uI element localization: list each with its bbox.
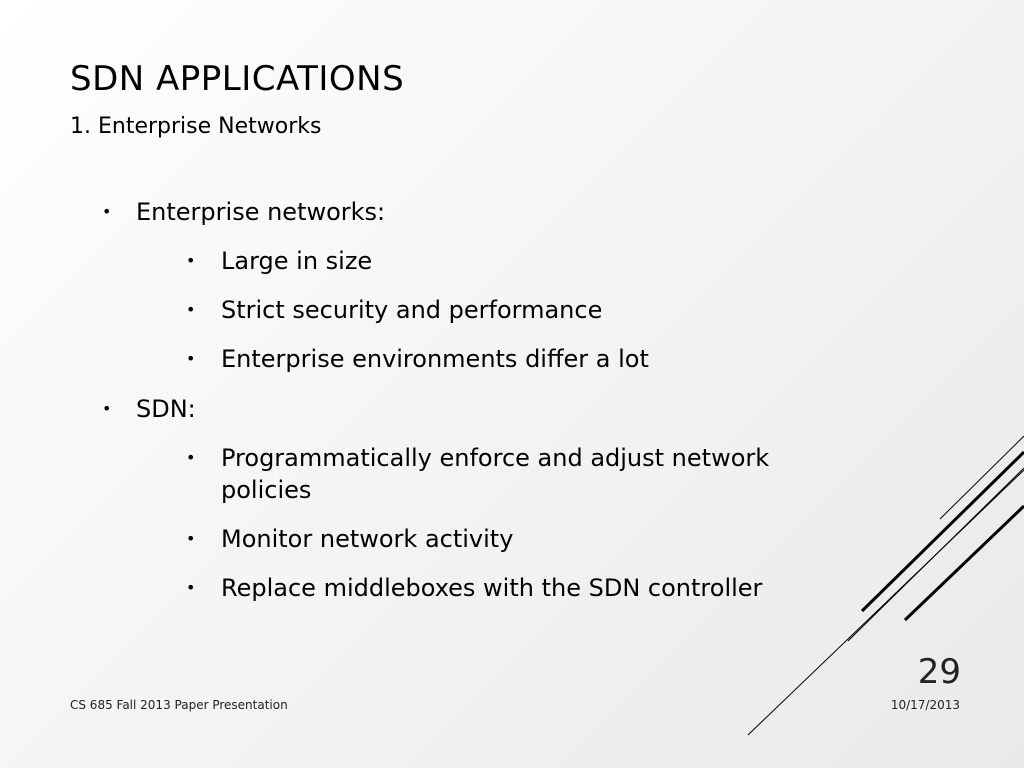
sub-bullet-item: • Enterprise environments differ a lot	[186, 343, 842, 375]
bullet-dot: •	[186, 529, 196, 548]
bullet-dot: •	[186, 300, 196, 319]
sub-bullet-item: • Strict security and performance	[186, 294, 842, 326]
bullet-item: • Enterprise networks: • Large in size •…	[102, 196, 842, 375]
bullet-dot: •	[186, 448, 196, 467]
bullet-dot: •	[186, 349, 196, 368]
bullet-dot: •	[186, 578, 196, 597]
sub-bullet-item: • Large in size	[186, 245, 842, 277]
sub-bullet-list: • Programmatically enforce and adjust ne…	[136, 442, 842, 604]
sub-bullet-text: Programmatically enforce and adjust netw…	[221, 444, 770, 504]
bullet-dot: •	[102, 202, 112, 221]
deco-line-thick-short	[903, 504, 1024, 622]
sub-bullet-text: Replace middleboxes with the SDN control…	[221, 574, 763, 602]
sub-bullet-text: Large in size	[221, 247, 373, 275]
bullet-dot: •	[186, 251, 196, 270]
slide-number: 29	[917, 652, 961, 692]
sub-bullet-item: • Monitor network activity	[186, 523, 842, 555]
bullet-text: Enterprise networks:	[136, 198, 386, 226]
sub-bullet-item: • Replace middleboxes with the SDN contr…	[186, 572, 842, 604]
bullet-text: SDN:	[136, 395, 196, 423]
footer-date: 10/17/2013	[890, 698, 960, 712]
slide-title: SDN APPLICATIONS	[70, 59, 405, 99]
sub-bullet-item: • Programmatically enforce and adjust ne…	[186, 442, 842, 506]
bullet-item: • SDN: • Programmatically enforce and ad…	[102, 393, 842, 604]
deco-line-thick-long	[860, 450, 1024, 613]
slide-subtitle: 1. Enterprise Networks	[70, 114, 322, 139]
bullet-list: • Enterprise networks: • Large in size •…	[102, 196, 842, 622]
deco-line-thin-top	[939, 435, 1024, 520]
sub-bullet-text: Monitor network activity	[221, 525, 514, 553]
sub-bullet-list: • Large in size • Strict security and pe…	[136, 245, 842, 375]
deco-line-thin-long	[747, 469, 1024, 736]
bullet-dot: •	[102, 399, 112, 418]
sub-bullet-text: Strict security and performance	[221, 296, 603, 324]
sub-bullet-text: Enterprise environments differ a lot	[221, 345, 649, 373]
footer-text: CS 685 Fall 2013 Paper Presentation	[70, 698, 288, 712]
